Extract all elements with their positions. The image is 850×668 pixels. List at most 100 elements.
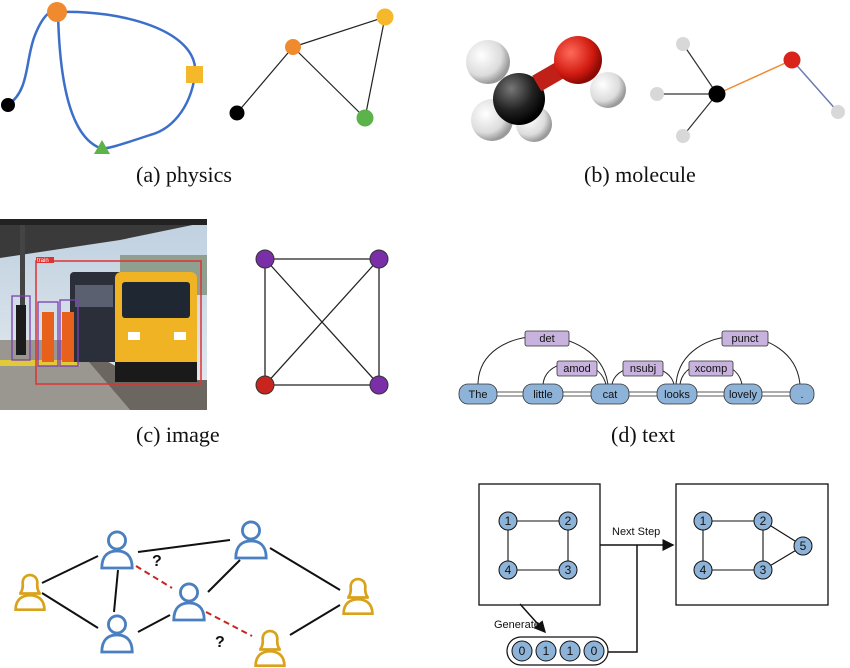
svg-text:amod: amod bbox=[563, 363, 591, 375]
caption-image: (c) image bbox=[136, 422, 220, 447]
physics-green-triangle bbox=[94, 140, 110, 154]
dep-label: xcomp bbox=[688, 360, 734, 377]
svg-text:looks: looks bbox=[664, 389, 690, 401]
dep-label: punct bbox=[721, 330, 769, 347]
physics-orange-node bbox=[47, 2, 67, 22]
image-graph-node-purple bbox=[369, 249, 389, 269]
dep-label: det bbox=[524, 330, 570, 347]
svg-text:0: 0 bbox=[519, 644, 526, 658]
physics-trajectory-curve bbox=[7, 9, 197, 150]
gen-node: 4 bbox=[498, 560, 518, 580]
molecule-panel: (b) molecule bbox=[466, 36, 845, 187]
token-node: cat bbox=[590, 383, 630, 405]
svg-text:1: 1 bbox=[567, 644, 574, 658]
ball-model bbox=[466, 36, 626, 142]
svg-text:1: 1 bbox=[543, 644, 550, 658]
svg-text:2: 2 bbox=[760, 514, 767, 528]
detection-label: train bbox=[37, 258, 49, 264]
mol-h-node bbox=[676, 129, 690, 143]
mol-carbon-node bbox=[708, 85, 726, 103]
gen-node: 5 bbox=[793, 536, 813, 556]
svg-text:det: det bbox=[539, 333, 554, 345]
detection-box-person bbox=[59, 299, 79, 367]
token-node: lovely bbox=[723, 383, 763, 405]
graph-generation-panel: 1 2 4 3 1 2 bbox=[478, 483, 829, 666]
graph-node-black bbox=[229, 105, 245, 121]
sequence-feedback-line bbox=[608, 545, 638, 653]
caption-text: (d) text bbox=[611, 422, 675, 447]
current-graph-box bbox=[478, 483, 601, 606]
sequence-bit: 0 bbox=[511, 640, 533, 662]
mol-h-node bbox=[831, 105, 845, 119]
svg-text:xcomp: xcomp bbox=[695, 363, 727, 375]
mol-oxygen-node bbox=[783, 51, 801, 69]
detection-box-train bbox=[35, 260, 202, 385]
svg-text:4: 4 bbox=[700, 563, 707, 577]
physics-black-node bbox=[1, 98, 15, 112]
token-node: little bbox=[522, 383, 564, 405]
mol-h-node bbox=[650, 87, 664, 101]
graph-node-orange bbox=[285, 39, 301, 55]
image-graph bbox=[255, 249, 389, 395]
caption-physics: (a) physics bbox=[136, 162, 232, 187]
gen-node: 1 bbox=[498, 511, 518, 531]
person-icon-blue bbox=[234, 520, 268, 560]
question-mark: ? bbox=[215, 634, 225, 651]
token-node: looks bbox=[656, 383, 698, 405]
svg-text:2: 2 bbox=[565, 514, 572, 528]
physics-yellow-square bbox=[186, 66, 203, 83]
gen-node: 2 bbox=[753, 511, 773, 531]
image-graph-node-red bbox=[255, 375, 275, 395]
sequence-capsule bbox=[506, 636, 609, 666]
sequence-bit: 1 bbox=[535, 640, 557, 662]
text-panel: det amod nsubj xcomp punct The little bbox=[458, 330, 815, 447]
svg-text:cat: cat bbox=[603, 389, 618, 401]
dep-label: amod bbox=[556, 360, 598, 377]
detection-box-person bbox=[37, 301, 59, 367]
person-icon-blue bbox=[100, 614, 134, 654]
caption-molecule: (b) molecule bbox=[584, 162, 696, 187]
generate-label: Generate bbox=[494, 619, 540, 631]
svg-text:3: 3 bbox=[565, 563, 572, 577]
person-icon-gold bbox=[14, 573, 46, 612]
image-panel: train (c) image bbox=[0, 219, 389, 447]
svg-text:1: 1 bbox=[700, 514, 707, 528]
image-graph-node-purple bbox=[255, 249, 275, 269]
image-graph-node-purple bbox=[369, 375, 389, 395]
gen-node: 3 bbox=[558, 560, 578, 580]
generate-arrow bbox=[519, 603, 546, 634]
gen-node: 1 bbox=[693, 511, 713, 531]
gen-node: 3 bbox=[753, 560, 773, 580]
social-network-panel: ? ? bbox=[14, 520, 374, 668]
graph-node-green bbox=[356, 109, 374, 127]
svg-text:5: 5 bbox=[800, 539, 807, 553]
svg-text:punct: punct bbox=[732, 333, 759, 345]
svg-text:.: . bbox=[800, 389, 803, 401]
svg-text:4: 4 bbox=[505, 563, 512, 577]
next-step-label: Next Step bbox=[612, 526, 660, 538]
svg-text:1: 1 bbox=[505, 514, 512, 528]
dep-label: nsubj bbox=[622, 360, 664, 377]
gen-node: 2 bbox=[558, 511, 578, 531]
physics-panel: (a) physics bbox=[1, 2, 394, 187]
gen-node: 4 bbox=[693, 560, 713, 580]
person-icon-blue bbox=[100, 530, 134, 570]
graph-node-yellow bbox=[376, 8, 394, 26]
mol-h-node bbox=[676, 37, 690, 51]
detection-box-person bbox=[11, 295, 31, 361]
physics-graph bbox=[229, 8, 394, 127]
svg-text:3: 3 bbox=[760, 563, 767, 577]
svg-text:nsubj: nsubj bbox=[630, 363, 656, 375]
person-icon-gold bbox=[254, 629, 286, 668]
person-icon-blue bbox=[172, 582, 206, 622]
svg-text:The: The bbox=[469, 389, 488, 401]
svg-text:little: little bbox=[533, 389, 553, 401]
person-icon-gold bbox=[342, 577, 374, 616]
svg-text:0: 0 bbox=[591, 644, 598, 658]
molecule-graph bbox=[650, 37, 845, 143]
sequence-bit: 0 bbox=[583, 640, 605, 662]
token-node: The bbox=[458, 383, 498, 405]
token-node: . bbox=[789, 383, 815, 405]
svg-text:lovely: lovely bbox=[729, 389, 758, 401]
